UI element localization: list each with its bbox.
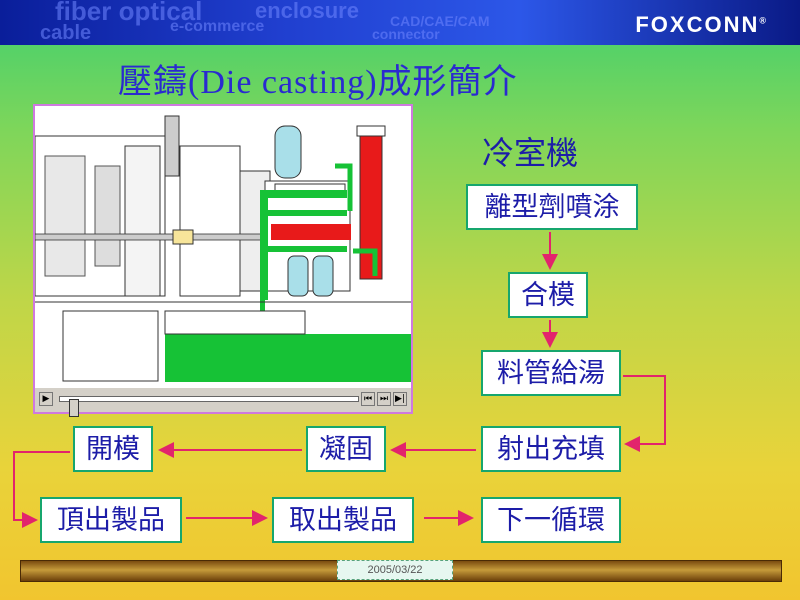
arrow-6-7 xyxy=(13,451,70,528)
machine-illustration xyxy=(35,115,411,382)
end-button[interactable]: ▶| xyxy=(393,392,407,406)
header-bg-word: fiber optical xyxy=(55,0,203,26)
header-bg-word: cable xyxy=(40,22,92,44)
step-injection-fill: 射出充填 xyxy=(481,426,621,472)
step-solidify: 凝固 xyxy=(306,426,386,472)
play-button[interactable]: ▶ xyxy=(39,392,53,406)
step-release-agent-spray: 離型劑噴涂 xyxy=(466,184,638,230)
header-bg-word: e-commerce xyxy=(170,18,265,35)
progress-track[interactable] xyxy=(59,396,359,417)
next-button[interactable]: ⏭ xyxy=(377,392,391,406)
footer-date: 2005/03/22 xyxy=(337,560,453,580)
brand-logo: FOXCONN® xyxy=(635,12,768,38)
header-banner: fiber optical enclosure e-commerce cable… xyxy=(0,0,800,45)
step-pour-metal: 料管給湯 xyxy=(481,350,621,396)
progress-thumb[interactable] xyxy=(69,399,79,417)
arrow-3-4 xyxy=(623,375,666,452)
brand-mark: ® xyxy=(759,15,768,26)
video-seekbar[interactable]: ▶ ⏮ ⏭ ▶| xyxy=(35,387,411,417)
header-bg-word: enclosure xyxy=(255,0,359,23)
prev-button[interactable]: ⏮ xyxy=(361,392,375,406)
cold-chamber-label: 冷室機 xyxy=(482,135,579,171)
brand-name: FOXCONN xyxy=(635,12,760,37)
header-bg-word: connector xyxy=(372,26,440,42)
slide-title: 壓鑄(Die casting)成形簡介 xyxy=(118,64,518,101)
header-bg-word: CAD/CAE/CAM xyxy=(390,13,490,29)
step-mold-open: 開模 xyxy=(73,426,153,472)
step-mold-close: 合模 xyxy=(508,272,588,318)
die-casting-video[interactable]: ▶ ⏮ ⏭ ▶| xyxy=(33,104,413,417)
step-eject-part: 頂出製品 xyxy=(40,497,182,543)
step-next-cycle: 下一循環 xyxy=(481,497,621,543)
step-remove-part: 取出製品 xyxy=(272,497,414,543)
